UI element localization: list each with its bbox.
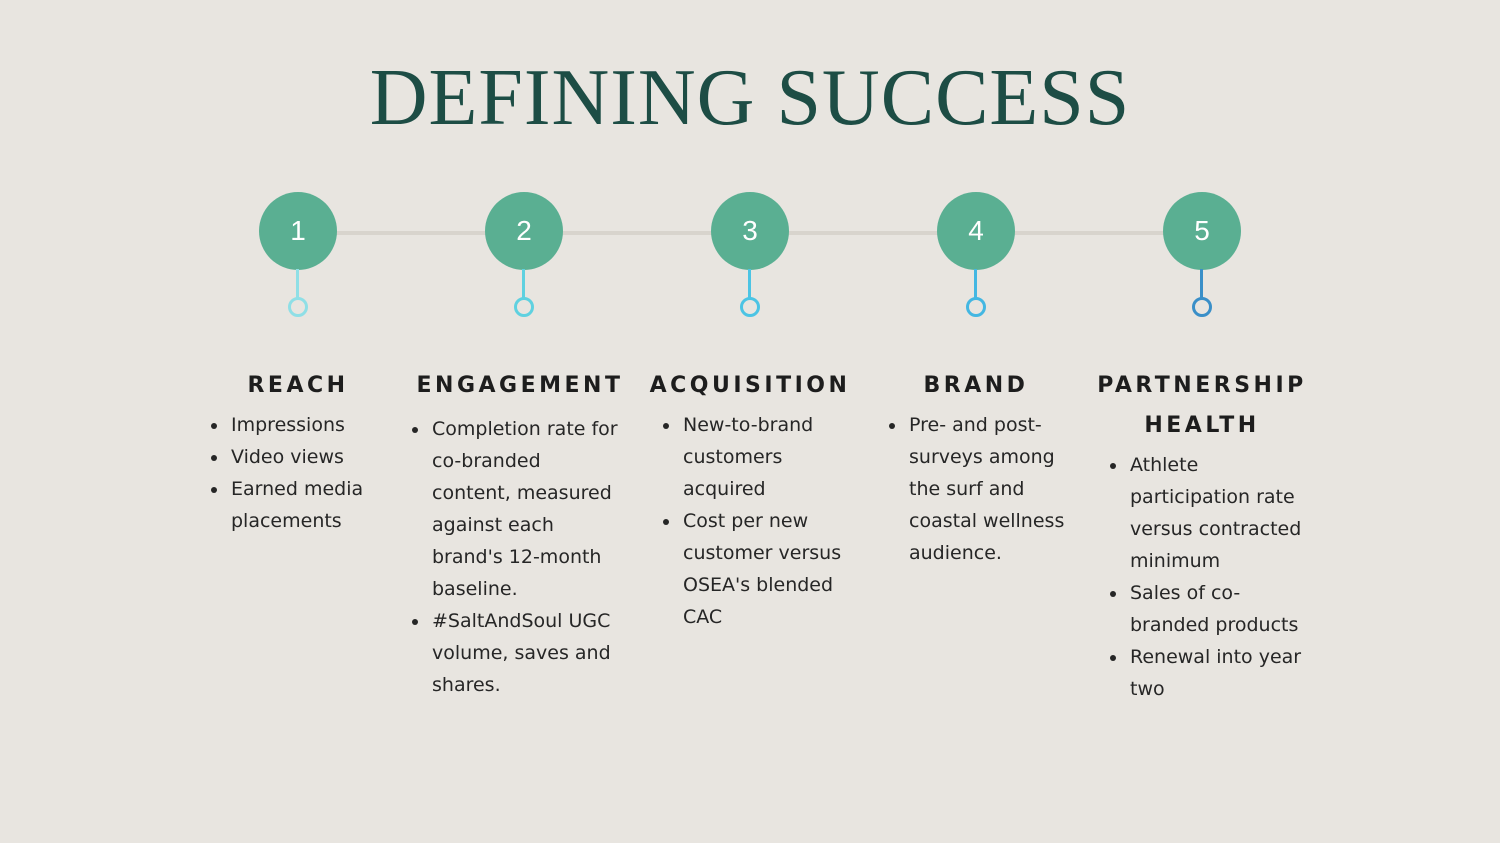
step-1-bullets: Impressions Video views Earned media pla…	[211, 409, 386, 537]
step-1-bullet-3: Earned media placements	[211, 473, 386, 537]
step-2-circle: 2	[485, 192, 563, 270]
step-3-heading: ACQUISITION	[649, 373, 851, 398]
step-4-circle: 4	[937, 192, 1015, 270]
step-3-bullet-2: Cost per new customer versus OSEA's blen…	[663, 505, 863, 633]
step-3-bullet-1: New-to-brand customers acquired	[663, 409, 863, 505]
step-1-bullet-2: Video views	[211, 441, 386, 473]
step-1-number: 1	[290, 215, 306, 246]
step-1-pin	[288, 297, 308, 317]
step-5-connector	[1200, 269, 1203, 298]
step-5-bullet-2: Sales of co-branded products	[1110, 577, 1315, 641]
step-3-bullets: New-to-brand customers acquired Cost per…	[663, 409, 863, 633]
step-4-number: 4	[968, 215, 984, 246]
step-2-connector	[522, 269, 525, 298]
step-3-connector	[748, 269, 751, 298]
step-2-pin	[514, 297, 534, 317]
step-4-connector	[974, 269, 977, 298]
step-5-circle: 5	[1163, 192, 1241, 270]
step-2-heading: ENGAGEMENT	[416, 373, 624, 398]
step-4-heading: BRAND	[923, 373, 1029, 398]
step-1-circle: 1	[259, 192, 337, 270]
step-2-number: 2	[516, 215, 532, 246]
step-2-bullet-2: #SaltAndSoul UGC volume, saves and share…	[412, 605, 622, 701]
step-3-circle: 3	[711, 192, 789, 270]
page-title: DEFINING SUCCESS	[369, 54, 1131, 142]
step-5-bullets: Athlete participation rate versus contra…	[1110, 449, 1315, 705]
step-4-bullets: Pre- and post-surveys among the surf and…	[889, 409, 1079, 569]
step-1-heading: REACH	[247, 373, 349, 398]
step-1-connector	[296, 269, 299, 298]
step-5-heading: PARTNERSHIP HEALTH	[1097, 373, 1307, 438]
step-2-bullets: Completion rate for co-branded content, …	[412, 413, 622, 701]
step-3-pin	[740, 297, 760, 317]
step-1-bullet-1: Impressions	[211, 409, 386, 441]
step-2-bullet-1: Completion rate for co-branded content, …	[412, 413, 622, 605]
step-5-bullet-3: Renewal into year two	[1110, 641, 1315, 705]
step-4-bullet-1: Pre- and post-surveys among the surf and…	[889, 409, 1079, 569]
step-4-pin	[966, 297, 986, 317]
step-5-bullet-1: Athlete participation rate versus contra…	[1110, 449, 1315, 577]
step-5-number: 5	[1194, 215, 1210, 246]
step-5-pin	[1192, 297, 1212, 317]
step-3-number: 3	[742, 215, 758, 246]
